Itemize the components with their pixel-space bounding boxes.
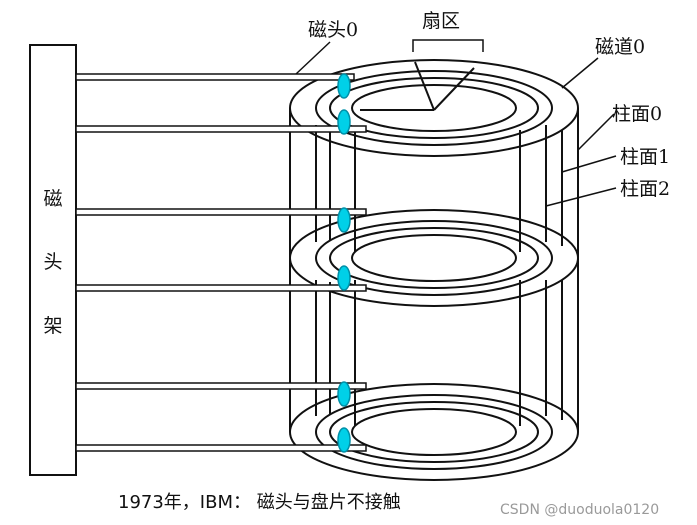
label-head0: 磁头0 — [308, 19, 358, 41]
head-arms — [75, 73, 367, 452]
label-cylinder1: 柱面1 — [620, 146, 670, 168]
head-3 — [337, 265, 351, 291]
watermark: CSDN @duoduola0120 — [500, 502, 659, 518]
label-sector: 扇区 — [422, 10, 460, 32]
head-5 — [337, 427, 351, 453]
rack-label-3: 架 — [43, 315, 62, 337]
leader-cylinder2 — [545, 187, 617, 207]
sector-wedge — [360, 61, 475, 111]
platter-bottom — [289, 383, 579, 481]
cylinder-walls-front — [289, 110, 579, 432]
leader-cylinder0 — [577, 113, 615, 151]
head-4 — [337, 381, 351, 407]
rack-label-1: 磁 — [43, 188, 62, 210]
caption: 1973年，IBM： 磁头与盘片不接触 — [118, 492, 401, 513]
leader-head0 — [295, 41, 331, 75]
head-1 — [337, 109, 351, 135]
head-rack — [29, 44, 77, 476]
label-track0: 磁道0 — [595, 36, 645, 58]
sector-bracket — [412, 39, 484, 52]
leader-cylinder1 — [561, 155, 617, 173]
heads — [337, 73, 351, 453]
label-cylinder0: 柱面0 — [612, 103, 662, 125]
label-cylinder2: 柱面2 — [620, 178, 670, 200]
head-2 — [337, 207, 351, 233]
rack-label-2: 头 — [43, 251, 62, 273]
platter-middle — [289, 209, 579, 307]
head-0 — [337, 73, 351, 99]
leader-track0 — [561, 57, 599, 89]
